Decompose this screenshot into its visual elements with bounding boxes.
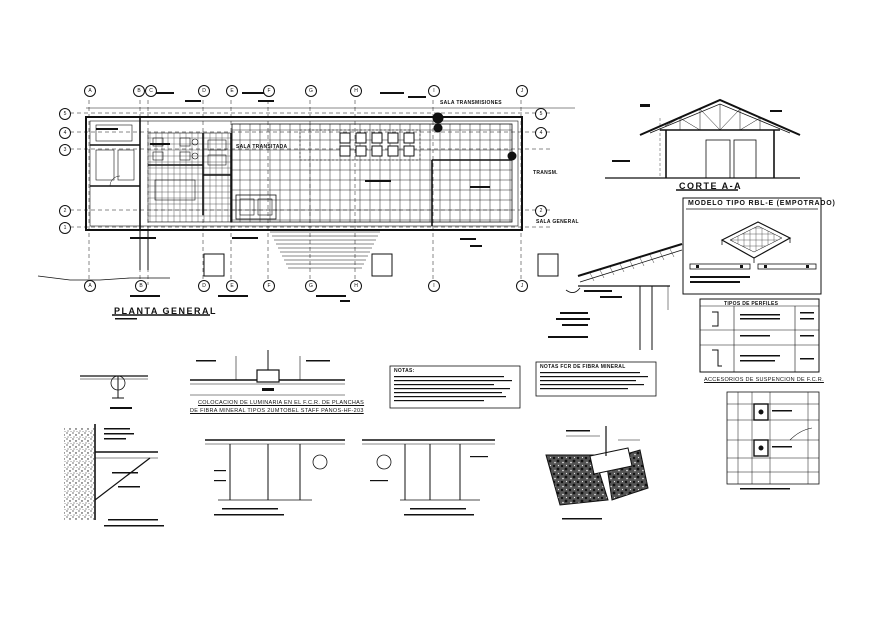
notes-boxes — [389, 361, 657, 409]
grid-bubble-col: H — [350, 280, 362, 292]
profiles-table-title: TIPOS DE PERFILES — [724, 301, 779, 307]
grid-bubble-row: 4 — [59, 127, 71, 139]
detail-small-left — [80, 375, 148, 409]
grid-bubble-col: D — [198, 280, 210, 292]
model-title: MODELO TIPO RBL-E (EMPOTRADO) — [688, 200, 836, 207]
grid-bubble-row: 2 — [59, 205, 71, 217]
grid-bubble-col: B — [133, 85, 145, 97]
detail-bracket — [64, 424, 164, 527]
grid-bubble-row: 4 — [535, 127, 547, 139]
grid-bubble-col: G — [305, 85, 317, 97]
section-corte — [605, 98, 801, 191]
plan-general — [37, 92, 575, 320]
section-title: CORTE A-A — [679, 181, 743, 191]
grid-bubble-col: F — [263, 85, 275, 97]
table-perfiles — [699, 298, 820, 373]
grid-bubble-col: I — [428, 85, 440, 97]
grid-bubble-row: 5 — [535, 108, 547, 120]
detail-luminaria — [190, 350, 345, 396]
room-label-transitada: SALA TRANSITADA — [236, 144, 288, 150]
grid-bubble-row: 3 — [59, 144, 71, 156]
grid-bubble-row: 2 — [535, 205, 547, 217]
grid-bubble-col: D — [198, 85, 210, 97]
luminaire-caption-line2: DE FIBRA MINERAL TIPOS 2UMTOBEL STAFF PA… — [190, 408, 364, 414]
grid-bubble-col: A — [84, 85, 96, 97]
grid-bubble-col: H — [350, 85, 362, 97]
grid-bubble-col: A — [84, 280, 96, 292]
accessories-title: ACCESORIOS DE SUSPENCION DE F.C.R. — [704, 377, 824, 383]
plan-title: PLANTA GENERAL — [114, 306, 217, 316]
grid-bubble-col: I — [428, 280, 440, 292]
notes-fiber-title: NOTAS FCR DE FIBRA MINERAL — [540, 364, 626, 370]
grid-bubble-col: E — [226, 85, 238, 97]
grid-bubble-row: 5 — [59, 108, 71, 120]
grid-bubble-col: E — [226, 280, 238, 292]
grid-bubble-col: F — [263, 280, 275, 292]
room-label-transmisiones: SALA TRANSMISIONES — [440, 100, 502, 106]
grid-bubble-col: G — [305, 280, 317, 292]
detail-wall-sections — [205, 439, 495, 516]
detail-modelo — [682, 197, 822, 295]
detail-accesorios — [726, 391, 820, 490]
grid-bubble-col: J — [516, 280, 528, 292]
grid-bubble-col: B — [135, 280, 147, 292]
grid-bubble-row: 1 — [59, 222, 71, 234]
grid-bubble-col: J — [516, 85, 528, 97]
room-label-general: SALA GENERAL — [536, 219, 579, 225]
room-label-transm: TRANSM. — [533, 170, 558, 176]
detail-gravel — [545, 426, 649, 520]
luminaire-caption-line1: COLOCACION DE LUMINARIA EN EL F.C.R. DE … — [198, 400, 365, 406]
grid-bubble-col: C — [145, 85, 157, 97]
detail-roof-edge — [548, 243, 683, 350]
notes-title: NOTAS: — [394, 368, 415, 374]
